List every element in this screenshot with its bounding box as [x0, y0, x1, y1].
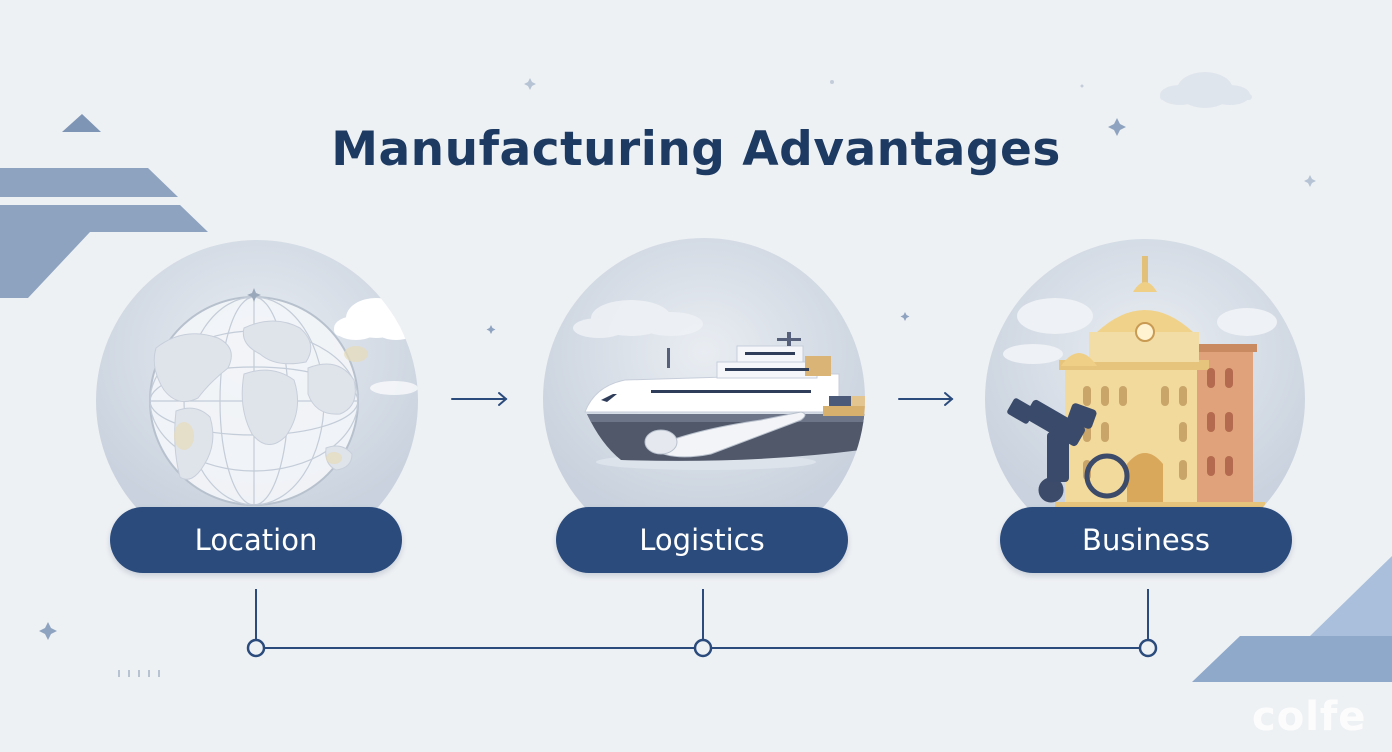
decor-cloud-top-right — [1160, 72, 1252, 108]
stage-business-label: Business — [1000, 507, 1292, 573]
stage-business-text: Business — [1082, 523, 1210, 557]
factory-building-icon — [985, 239, 1305, 526]
stage-logistics-text: Logistics — [639, 523, 765, 557]
stage-logistics-circle — [541, 236, 867, 526]
arrow-location-to-logistics — [451, 392, 508, 406]
stage-location-text: Location — [194, 523, 318, 557]
decor-tick-marks — [118, 670, 160, 677]
arrow-logistics-to-business — [898, 392, 954, 406]
decor-stripe-right-1 — [1192, 636, 1392, 682]
stage-location-label: Location — [110, 507, 402, 573]
decor-stripe-left-1 — [0, 168, 178, 197]
decor-dots — [830, 80, 1084, 88]
decor-stripe-left-2 — [0, 205, 208, 298]
decor-sparkles — [39, 78, 1316, 640]
stage-business-circle — [985, 236, 1311, 526]
stage-location-circle — [94, 236, 420, 526]
decor-stripe-right-2 — [1310, 556, 1392, 636]
timeline-node-3 — [1138, 638, 1158, 658]
globe-icon — [96, 240, 418, 526]
page-title: Manufacturing Advantages — [331, 122, 1061, 177]
stage-logistics-label: Logistics — [556, 507, 848, 573]
timeline-node-2 — [693, 638, 713, 658]
cargo-ship-icon — [543, 238, 865, 526]
cargo-plane — [644, 411, 806, 458]
decor-triangle-top-left — [62, 114, 101, 132]
watermark: colfe — [1252, 694, 1367, 740]
timeline-node-1 — [246, 638, 266, 658]
